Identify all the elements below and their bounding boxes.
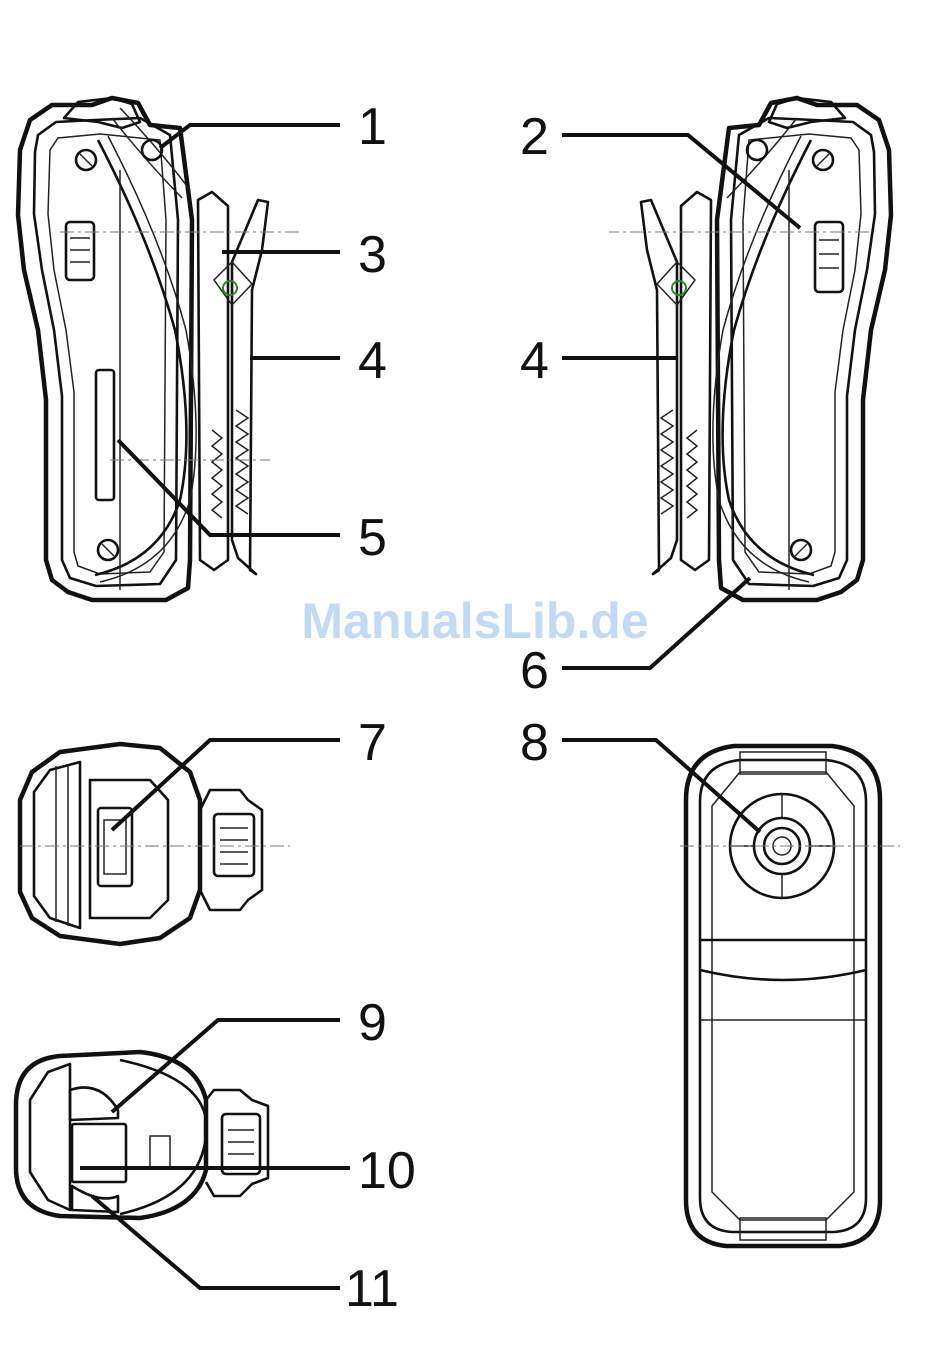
side-view-left [18,98,300,600]
leader-lines [80,125,800,1288]
front-view-lens [680,746,900,1246]
callout-4b: 4 [520,332,549,390]
callout-5: 5 [358,509,387,567]
watermark: ManualsLib.de [301,593,648,649]
callout-1: 1 [358,98,387,156]
callout-labels: 1 2 3 4 4 5 6 7 8 9 10 11 [345,98,549,1318]
callout-8: 8 [520,714,549,772]
callout-9: 9 [358,994,387,1052]
callout-3: 3 [358,226,387,284]
leader-1 [160,125,340,148]
leader-11 [92,1196,340,1288]
bottom-view-slots [16,1052,268,1218]
callout-2: 2 [520,108,549,166]
callout-10: 10 [358,1142,416,1200]
leader-7 [112,740,340,830]
side-view-right [609,98,891,600]
leader-8 [562,740,760,832]
callout-11: 11 [345,1260,399,1318]
callout-7: 7 [358,714,387,772]
callout-4a: 4 [358,332,387,390]
top-view-usb [20,744,290,944]
callout-6: 6 [520,642,549,700]
